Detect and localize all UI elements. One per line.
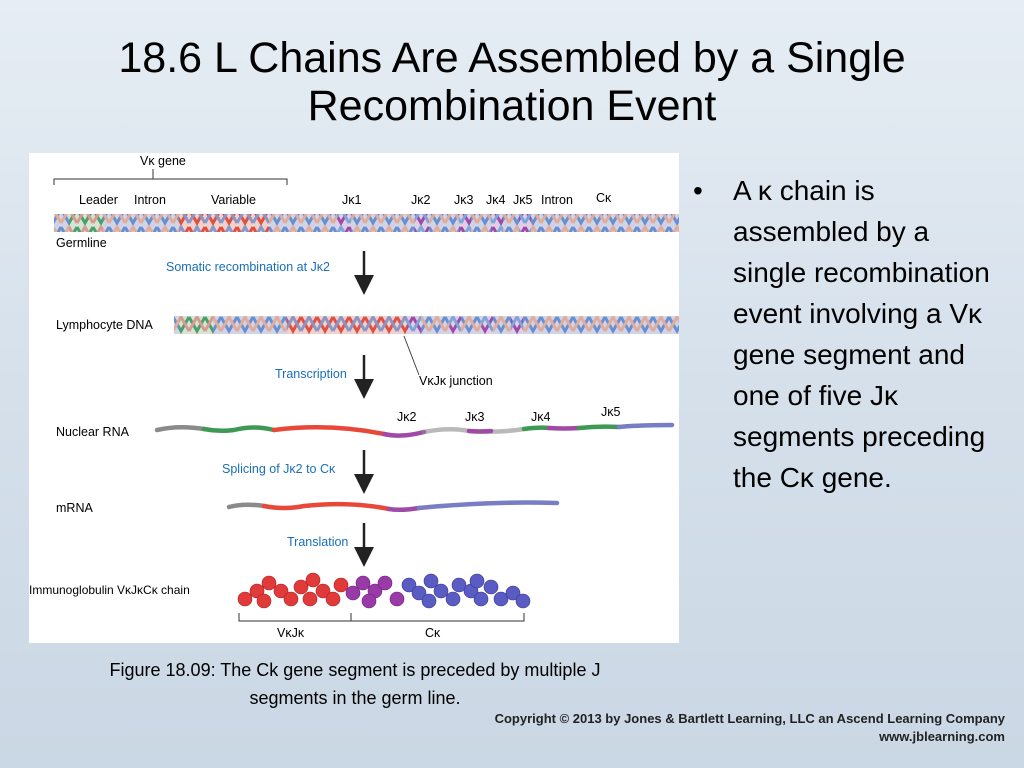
recombination-figure: Vκ gene Leader Intron Variable Jκ1 Jκ2 J…	[29, 153, 679, 643]
rna-jk4-label: Jκ4	[531, 410, 551, 424]
copyright-notice: Copyright © 2013 by Jones & Bartlett Lea…	[495, 710, 1005, 746]
copyright-url: www.jblearning.com	[879, 729, 1005, 744]
jk4-label: Jκ4	[486, 193, 506, 207]
mrna-label: mRNA	[56, 501, 93, 515]
splicing-label: Splicing of Jκ2 to Cκ	[222, 462, 336, 476]
nuclear-rna-label: Nuclear RNA	[56, 425, 130, 439]
leader-label: Leader	[79, 193, 118, 207]
figure-svg: Vκ gene Leader Intron Variable Jκ1 Jκ2 J…	[29, 154, 679, 640]
title-line-1: 18.6 L Chains Are Assembled by a Single	[118, 34, 906, 82]
somatic-recombination-label: Somatic recombination at Jκ2	[166, 260, 330, 274]
junction-label: VκJκ junction	[419, 374, 493, 388]
vk-gene-label: Vκ gene	[140, 154, 186, 168]
slide-title: 18.6 L Chains Are Assembled by a Single …	[40, 34, 984, 130]
c-bracket	[350, 613, 525, 622]
jk1-label: Jκ1	[342, 193, 362, 207]
jk5-label: Jκ5	[513, 193, 533, 207]
immunoglobulin-label: Immunoglobulin VκJκCκ chain	[29, 583, 190, 597]
nuclear-rna	[154, 422, 675, 438]
copyright-line-1: Copyright © 2013 by Jones & Bartlett Lea…	[494, 711, 1005, 726]
transcription-label: Transcription	[275, 367, 347, 381]
bullet-text: A κ chain is assembled by a single recom…	[733, 175, 990, 493]
jk3-label: Jκ3	[454, 193, 474, 207]
bullet-item: • A κ chain is assembled by a single rec…	[693, 170, 1003, 498]
rna-jk5-label: Jκ5	[601, 405, 621, 419]
jk2-label: Jκ2	[411, 193, 431, 207]
junction-pointer	[403, 335, 420, 376]
caption-line-2: segments in the germ line.	[249, 688, 461, 708]
caption-line-1: Figure 18.09: The Ck gene segment is pre…	[109, 660, 601, 680]
lymphocyte-dna-label: Lymphocyte DNA	[56, 318, 153, 332]
bullet-marker: •	[693, 175, 703, 206]
germline-label: Germline	[56, 236, 107, 250]
intron-label-2: Intron	[541, 193, 573, 207]
vj-bracket	[238, 613, 352, 622]
rna-jk3-label: Jκ3	[465, 410, 485, 424]
lymphocyte-dna	[174, 316, 679, 334]
bullet-list: • A κ chain is assembled by a single rec…	[693, 170, 1003, 498]
figure-caption: Figure 18.09: The Ck gene segment is pre…	[30, 656, 680, 712]
bottom-c-label: Cκ	[425, 626, 441, 640]
intron-label-1: Intron	[134, 193, 166, 207]
bottom-vj-label: VκJκ	[277, 626, 305, 640]
rna-jk2-label: Jκ2	[397, 410, 417, 424]
germline-dna	[54, 214, 679, 232]
mrna	[226, 500, 560, 513]
immunoglobulin-chain	[237, 572, 531, 609]
vk-bracket	[53, 178, 288, 185]
translation-label: Translation	[287, 535, 348, 549]
variable-label: Variable	[211, 193, 256, 207]
title-line-2: Recombination Event	[307, 82, 717, 130]
ck-label-top: Cκ	[596, 191, 612, 205]
